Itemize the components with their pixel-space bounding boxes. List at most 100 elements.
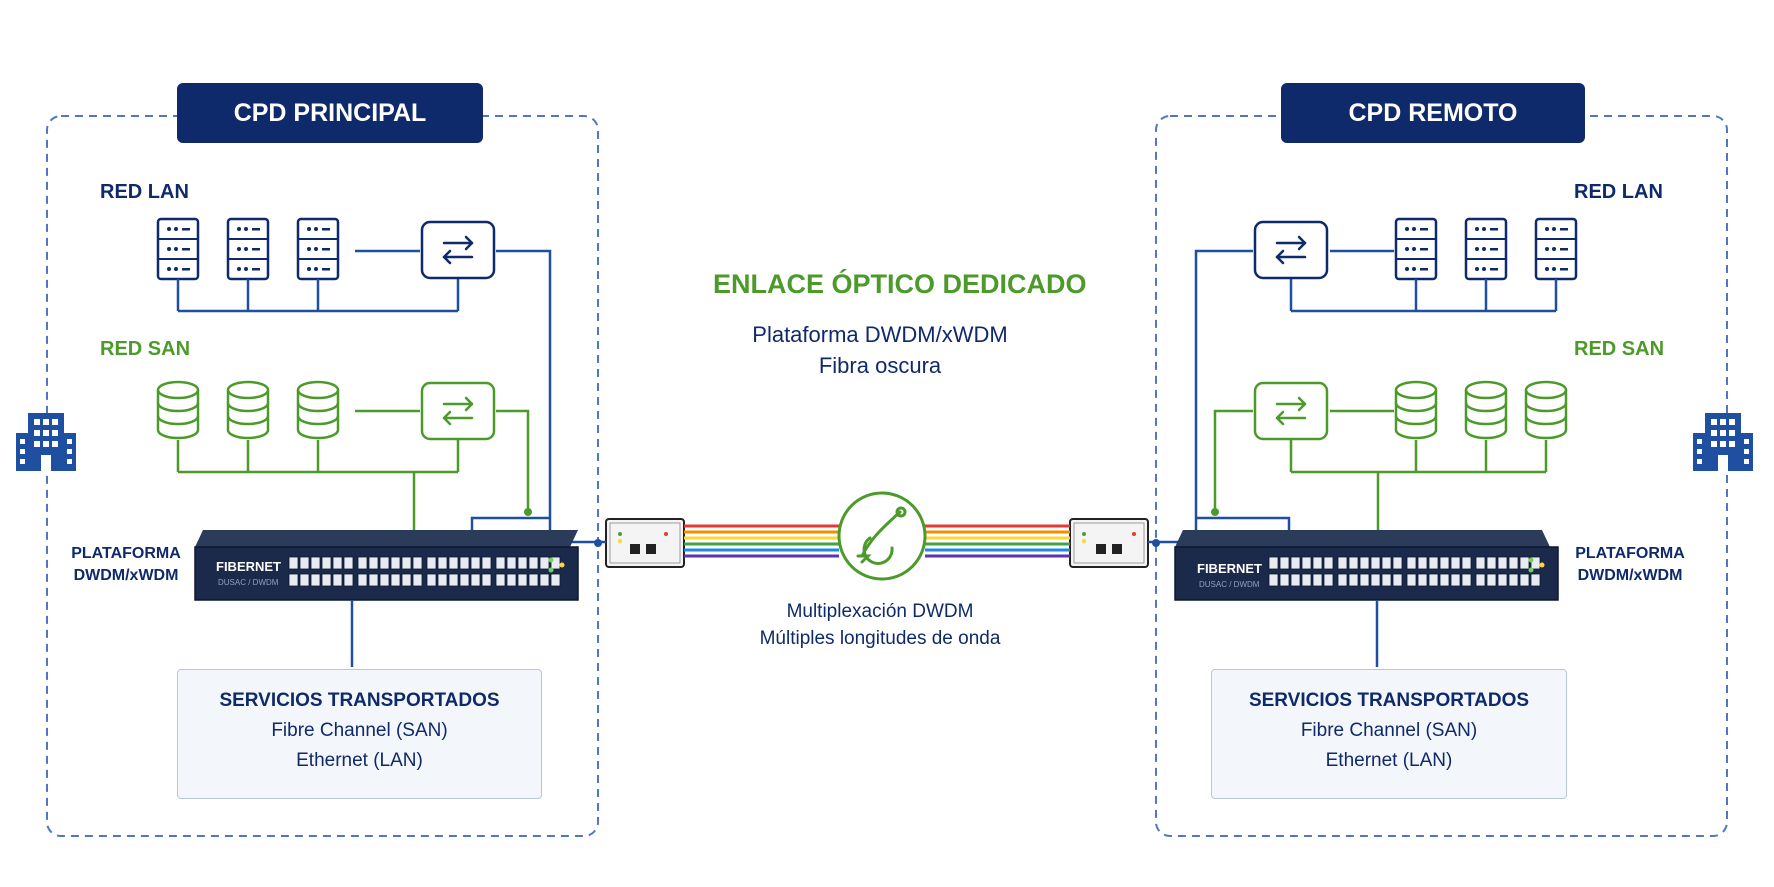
right-san-group bbox=[1211, 380, 1568, 548]
port bbox=[506, 573, 517, 587]
port bbox=[550, 573, 561, 587]
port bbox=[448, 573, 459, 587]
port bbox=[550, 556, 561, 570]
port bbox=[517, 556, 528, 570]
left-device-brand: FIBERNET bbox=[216, 559, 281, 574]
mux-module-icon bbox=[1069, 518, 1160, 568]
right-dwdm-device bbox=[1174, 530, 1559, 667]
port bbox=[1268, 573, 1279, 587]
port bbox=[1290, 556, 1301, 570]
port bbox=[1392, 573, 1403, 587]
port bbox=[1370, 573, 1381, 587]
port bbox=[1428, 556, 1439, 570]
right-san-label: RED SAN bbox=[1574, 338, 1665, 360]
port bbox=[1301, 556, 1312, 570]
port bbox=[1392, 556, 1403, 570]
port bbox=[1348, 573, 1359, 587]
port bbox=[390, 556, 401, 570]
port bbox=[459, 556, 470, 570]
port bbox=[321, 573, 332, 587]
fiber-link-icon bbox=[837, 491, 927, 581]
right-lan-label: RED LAN bbox=[1574, 181, 1663, 203]
left-services-box: SERVICIOS TRANSPORTADOS Fibre Channel (S… bbox=[177, 669, 542, 799]
port bbox=[1337, 573, 1348, 587]
port bbox=[437, 556, 448, 570]
left-lan-group bbox=[156, 217, 590, 548]
port bbox=[401, 556, 412, 570]
center-subtitle-2: Fibra oscura bbox=[818, 353, 942, 378]
center-title: ENLACE ÓPTICO DEDICADO bbox=[713, 269, 1087, 299]
port bbox=[1497, 573, 1508, 587]
switch-icon bbox=[1253, 220, 1329, 280]
port bbox=[343, 556, 354, 570]
service-item: Ethernet (LAN) bbox=[296, 750, 423, 771]
port bbox=[539, 573, 550, 587]
port bbox=[1450, 573, 1461, 587]
port bbox=[1348, 556, 1359, 570]
right-cpd-title: CPD REMOTO bbox=[1281, 83, 1585, 143]
port bbox=[368, 556, 379, 570]
port bbox=[1428, 573, 1439, 587]
port bbox=[401, 573, 412, 587]
server-icon bbox=[226, 217, 270, 281]
port bbox=[1519, 573, 1530, 587]
port bbox=[1406, 573, 1417, 587]
center-subtitle-1: Plataforma DWDM/xWDM bbox=[752, 322, 1008, 347]
port bbox=[1486, 556, 1497, 570]
building-icon bbox=[1693, 413, 1753, 471]
port bbox=[426, 573, 437, 587]
port bbox=[1508, 556, 1519, 570]
left-dwdm-device bbox=[194, 530, 579, 667]
port bbox=[1359, 556, 1370, 570]
left-cpd-title: CPD PRINCIPAL bbox=[177, 83, 483, 143]
port bbox=[1381, 573, 1392, 587]
service-item: Ethernet (LAN) bbox=[1325, 750, 1453, 771]
port bbox=[1497, 556, 1508, 570]
port bbox=[343, 573, 354, 587]
server-icon bbox=[1464, 217, 1508, 281]
port bbox=[1508, 573, 1519, 587]
platform-label-line-2: DWDM/xWDM bbox=[73, 567, 179, 584]
port bbox=[1486, 573, 1497, 587]
port bbox=[470, 573, 481, 587]
switch-icon bbox=[420, 381, 496, 441]
port bbox=[379, 573, 390, 587]
database-icon bbox=[156, 380, 200, 440]
platform-label-line-2: DWDM/xWDM bbox=[1577, 567, 1683, 584]
services-title: SERVICIOS TRANSPORTADOS bbox=[219, 690, 500, 711]
port bbox=[368, 573, 379, 587]
port bbox=[1312, 573, 1323, 587]
port bbox=[1519, 556, 1530, 570]
port-grid bbox=[1268, 556, 1541, 587]
port bbox=[1475, 573, 1486, 587]
right-platform-label: PLATAFORMA DWDM/xWDM bbox=[1574, 543, 1686, 587]
mux-label-2: Múltiples longitudes de onda bbox=[759, 628, 1001, 649]
port bbox=[437, 573, 448, 587]
port bbox=[481, 573, 492, 587]
port bbox=[1439, 573, 1450, 587]
service-item: Fibre Channel (SAN) bbox=[1300, 720, 1478, 741]
port bbox=[528, 556, 539, 570]
switch-icon bbox=[420, 220, 496, 280]
port bbox=[459, 573, 470, 587]
port bbox=[528, 573, 539, 587]
port bbox=[539, 556, 550, 570]
right-services-box: SERVICIOS TRANSPORTADOS Fibre Channel (S… bbox=[1211, 669, 1567, 799]
port bbox=[506, 556, 517, 570]
port bbox=[1530, 573, 1541, 587]
platform-label-line-1: PLATAFORMA bbox=[71, 545, 181, 562]
port bbox=[1406, 556, 1417, 570]
database-icon bbox=[1394, 380, 1438, 440]
port bbox=[357, 556, 368, 570]
platform-label-line-1: PLATAFORMA bbox=[1575, 545, 1685, 562]
port bbox=[1279, 556, 1290, 570]
left-platform-label: PLATAFORMA DWDM/xWDM bbox=[70, 543, 182, 587]
server-icon bbox=[1534, 217, 1578, 281]
service-item: Fibre Channel (SAN) bbox=[271, 720, 448, 741]
port bbox=[288, 573, 299, 587]
database-icon bbox=[296, 380, 340, 440]
port bbox=[390, 573, 401, 587]
database-icon bbox=[1464, 380, 1508, 440]
left-device-model: DUSAC / DWDM bbox=[218, 578, 279, 587]
mux-module-icon bbox=[594, 518, 685, 568]
